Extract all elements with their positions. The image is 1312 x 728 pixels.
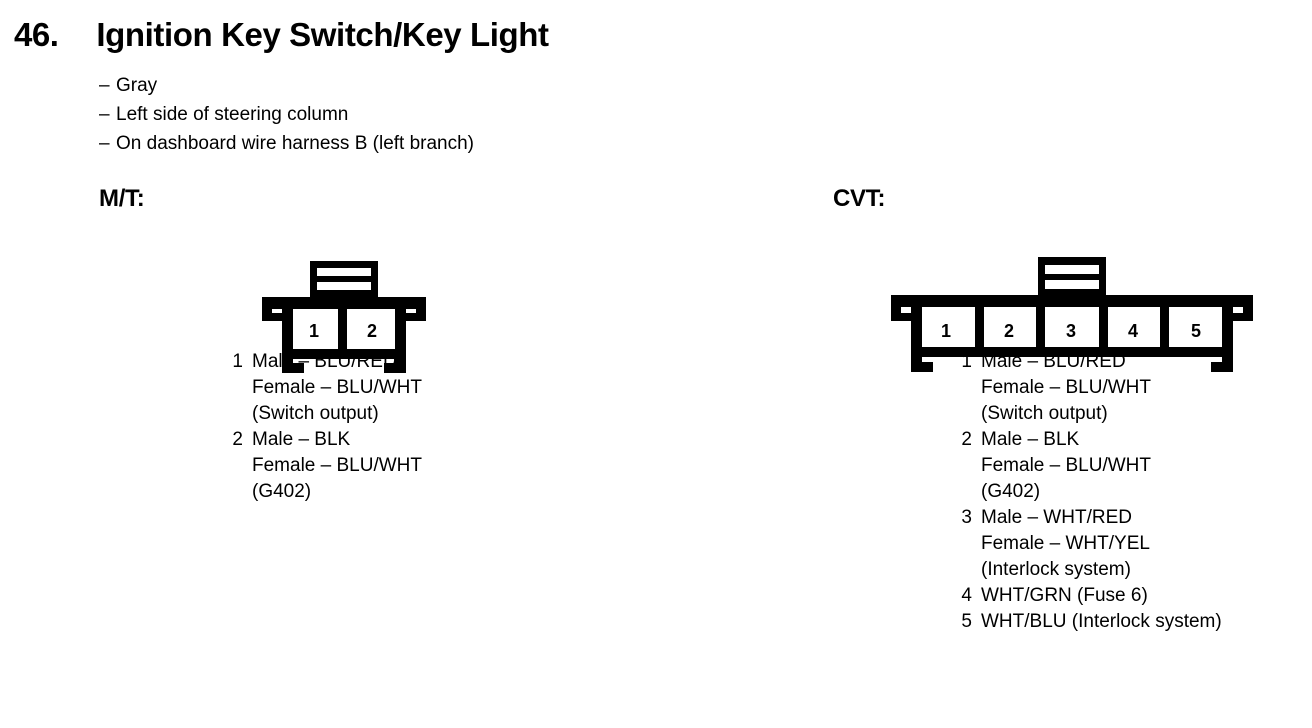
connector-diagram-cvt-wrap: 1 2 3 4 5: [833, 219, 1303, 372]
pin-line: Female – WHT/YEL: [981, 533, 1150, 554]
bullet-dash-icon: –: [99, 133, 110, 154]
pin-entry: 2 Male – BLK Female – BLU/WHT (G402): [950, 427, 1303, 505]
pin-line: (Interlock system): [981, 559, 1131, 580]
pin-line: Male – WHT/RED: [981, 507, 1132, 528]
connector-cell-label: 4: [1128, 321, 1138, 341]
bullet-dash-icon: –: [99, 75, 110, 96]
pin-legend-cvt: 1 Male – BLU/RED Female – BLU/WHT (Switc…: [950, 349, 1303, 635]
item-number: 46.: [14, 16, 59, 53]
pin-line: Female – BLU/WHT: [252, 455, 422, 476]
pin-line: (G402): [252, 481, 312, 502]
bullet-dash-icon: –: [99, 104, 110, 125]
pin-line: (Switch output): [981, 403, 1108, 424]
variant-section-mt: M/T:: [99, 185, 699, 505]
pin-line: Female – BLU/WHT: [981, 455, 1151, 476]
pin-line: Male – BLK: [252, 429, 351, 450]
note-text: Left side of steering column: [116, 104, 349, 125]
pin-description: Male – BLK Female – BLU/WHT (G402): [981, 427, 1151, 505]
pin-line: WHT/GRN (Fuse 6): [981, 585, 1148, 606]
connector-diagram-mt: 1 2: [262, 261, 426, 373]
connector-cell-label: 2: [1004, 321, 1014, 341]
pin-number: 4: [961, 585, 972, 606]
pin-description: Male – BLK Female – BLU/WHT (G402): [252, 427, 422, 505]
page-header: 46. Ignition Key Switch/Key Light: [14, 16, 549, 54]
pin-number: 3: [961, 507, 972, 528]
variant-label-mt: M/T:: [99, 185, 145, 212]
pin-entry: 2 Male – BLK Female – BLU/WHT (G402): [221, 427, 699, 505]
pin-number: 2: [232, 429, 243, 450]
note-item: – Left side of steering column: [99, 100, 474, 129]
pin-description: WHT/GRN (Fuse 6): [981, 583, 1148, 609]
pin-line: (G402): [981, 481, 1041, 502]
connector-cell-label: 3: [1066, 321, 1076, 341]
pin-description: Male – WHT/RED Female – WHT/YEL (Interlo…: [981, 505, 1150, 583]
pin-number: 2: [961, 429, 972, 450]
variant-label-cvt: CVT:: [833, 185, 886, 212]
pin-line: WHT/BLU (Interlock system): [981, 611, 1222, 632]
notes-list: – Gray – Left side of steering column – …: [99, 71, 474, 158]
pin-entry: 4 WHT/GRN (Fuse 6): [950, 583, 1303, 609]
note-item: – Gray: [99, 71, 474, 100]
connector-cell-label: 5: [1191, 321, 1201, 341]
pin-entry: 5 WHT/BLU (Interlock system): [950, 609, 1303, 635]
connector-cell-label: 2: [367, 321, 377, 341]
connector-diagram-cvt: 1 2 3 4 5: [891, 257, 1253, 372]
pin-line: Female – BLU/WHT: [981, 377, 1151, 398]
pin-number: 5: [961, 611, 972, 632]
connector-cell-label: 1: [941, 321, 951, 341]
note-item: – On dashboard wire harness B (left bran…: [99, 129, 474, 158]
connector-cell-label: 1: [309, 321, 319, 341]
pin-line: Male – BLK: [981, 429, 1080, 450]
connector-diagram-mt-wrap: 1 2: [99, 219, 699, 373]
pin-number: 1: [232, 351, 243, 372]
pin-number: 1: [961, 351, 972, 372]
pin-line: (Switch output): [252, 403, 379, 424]
note-text: Gray: [116, 75, 158, 96]
pin-line: Female – BLU/WHT: [252, 377, 422, 398]
note-text: On dashboard wire harness B (left branch…: [116, 133, 475, 154]
page-title: Ignition Key Switch/Key Light: [96, 16, 549, 53]
pin-description: WHT/BLU (Interlock system): [981, 609, 1222, 635]
variant-section-cvt: CVT:: [833, 185, 1303, 635]
pin-entry: 3 Male – WHT/RED Female – WHT/YEL (Inter…: [950, 505, 1303, 583]
